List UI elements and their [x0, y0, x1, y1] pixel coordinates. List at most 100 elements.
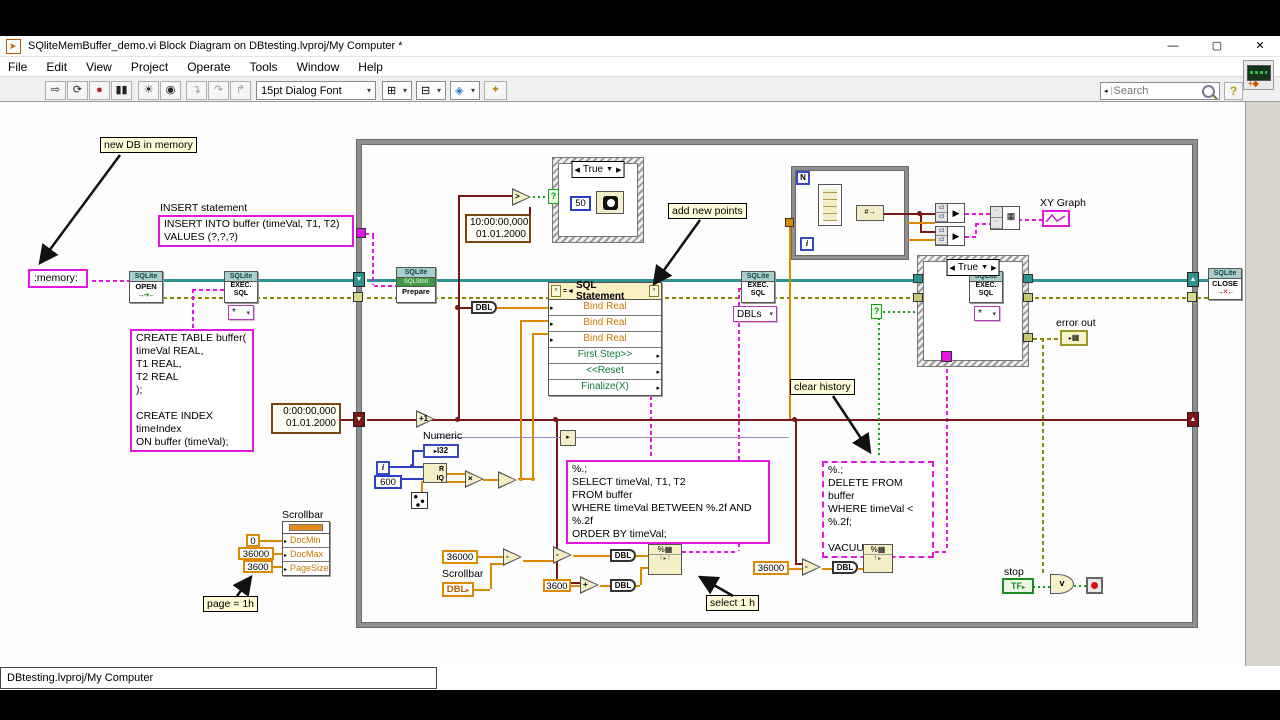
- vi-icon[interactable]: +◆: [1243, 60, 1274, 90]
- property-row[interactable]: ▸PageSize: [284, 563, 329, 573]
- tunnel[interactable]: [913, 293, 923, 302]
- sqlite-close-node[interactable]: SQLite CLOSE →✕←: [1208, 268, 1242, 300]
- property-row[interactable]: ▸DocMax: [283, 548, 329, 562]
- timestamp-constant-zero[interactable]: 0:00:00,000 01.01.2000: [271, 403, 341, 434]
- font-selector[interactable]: 15pt Dialog Font▾: [256, 81, 376, 100]
- shift-register-right[interactable]: ▲: [1187, 272, 1199, 287]
- delete-sql-constant[interactable]: %.; DELETE FROM buffer WHERE timeVal < %…: [822, 461, 934, 558]
- prev-case-icon[interactable]: ◀: [949, 264, 955, 272]
- to-dbl-coercion[interactable]: DBL: [610, 549, 636, 562]
- context-help-button[interactable]: ?: [1224, 82, 1243, 100]
- step-out-button[interactable]: ↱: [230, 81, 251, 100]
- maximize-button[interactable]: ▢: [1196, 36, 1238, 56]
- step-over-button[interactable]: ↷: [208, 81, 229, 100]
- exec-sql-type-dropdown[interactable]: DBLs▾: [733, 306, 777, 322]
- method-row[interactable]: ▸Bind Real: [549, 300, 661, 316]
- random-number-icon[interactable]: [411, 492, 428, 509]
- scrollbar-property-node[interactable]: ▸DocMin ▸DocMax ▸PageSize: [282, 521, 330, 576]
- docmin-constant[interactable]: 0: [246, 534, 260, 547]
- menu-project[interactable]: Project: [130, 59, 169, 74]
- case-selector-terminal[interactable]: ?: [548, 189, 559, 204]
- menu-tools[interactable]: Tools: [249, 59, 278, 74]
- prev-case-icon[interactable]: ◀: [574, 166, 580, 174]
- wait-ms-clock-icon[interactable]: [596, 191, 624, 214]
- case-selector-label[interactable]: ◀ True ▼ ▶: [946, 259, 1000, 276]
- minimize-button[interactable]: —: [1152, 36, 1194, 56]
- case-selector-label[interactable]: ◀ True ▼ ▶: [571, 161, 625, 178]
- subtract-node[interactable]: -: [553, 546, 572, 564]
- menu-help[interactable]: Help: [358, 59, 383, 74]
- divisor-constant[interactable]: 600: [374, 475, 402, 489]
- xy-graph-terminal[interactable]: [1042, 210, 1070, 227]
- build-array-node[interactable]: ▫▫▦: [990, 206, 1020, 230]
- stop-control-terminal[interactable]: TF▸: [1002, 578, 1034, 594]
- retain-wire-values-button[interactable]: ◉: [160, 81, 181, 100]
- tunnel[interactable]: [941, 351, 952, 362]
- step-into-button[interactable]: ↴: [186, 81, 207, 100]
- insert-sql-constant[interactable]: INSERT INTO buffer (timeVal, T1, T2) VAL…: [158, 215, 354, 247]
- free-label-add-points[interactable]: add new points: [668, 203, 747, 219]
- create-sql-constant[interactable]: CREATE TABLE buffer( timeVal REAL, T1 RE…: [130, 329, 254, 452]
- menu-window[interactable]: Window: [296, 59, 340, 74]
- numeric-indicator-label[interactable]: Numeric: [423, 430, 463, 442]
- add-node[interactable]: +: [580, 576, 599, 594]
- method-row[interactable]: ▸Bind Real: [549, 332, 661, 348]
- tunnel[interactable]: [356, 228, 366, 238]
- error-out-label[interactable]: error out: [1056, 317, 1096, 329]
- scrollbar-node-label[interactable]: Scrollbar: [282, 509, 324, 521]
- to-time-conversion-node[interactable]: #→: [856, 205, 884, 221]
- range-constant-36000[interactable]: 36000: [442, 550, 478, 564]
- subtract-node[interactable]: -: [802, 558, 821, 576]
- subtract-node[interactable]: -: [503, 548, 522, 566]
- pause-button[interactable]: ▮▮: [111, 81, 132, 100]
- menu-operate[interactable]: Operate: [187, 59, 231, 74]
- for-loop-count-terminal[interactable]: N: [796, 171, 810, 185]
- history-constant-36000[interactable]: 36000: [753, 561, 789, 575]
- free-label-new-db[interactable]: new DB in memory: [100, 137, 197, 153]
- index-array-node[interactable]: [818, 184, 842, 226]
- method-row[interactable]: <<Reset▸: [549, 364, 661, 380]
- for-loop-iteration-terminal[interactable]: i: [800, 237, 814, 251]
- reorder-button[interactable]: ◈▾: [450, 81, 480, 100]
- method-row[interactable]: ▸Bind Real: [549, 316, 661, 332]
- clean-up-diagram-button[interactable]: ✦: [484, 81, 507, 100]
- tunnel[interactable]: [1187, 292, 1197, 302]
- comparison-node[interactable]: ▸: [560, 430, 576, 446]
- shift-register-right[interactable]: ▲: [1187, 412, 1199, 427]
- to-dbl-coercion[interactable]: DBL: [471, 301, 497, 314]
- to-dbl-coercion[interactable]: DBL: [832, 561, 858, 574]
- abort-button[interactable]: ●: [89, 81, 110, 100]
- close-button[interactable]: ✕: [1240, 36, 1280, 56]
- to-dbl-coercion[interactable]: DBL: [610, 579, 636, 592]
- next-case-icon[interactable]: ▶: [991, 264, 997, 272]
- while-loop[interactable]: [357, 140, 1197, 627]
- increment-node[interactable]: +1: [416, 410, 435, 428]
- wait-ms-constant[interactable]: 50: [570, 196, 591, 211]
- free-label-clear-history[interactable]: clear history: [790, 379, 855, 395]
- case-selector-terminal[interactable]: ?: [871, 304, 882, 319]
- select-sql-constant[interactable]: %.; SELECT timeVal, T1, T2 FROM buffer W…: [566, 460, 770, 544]
- format-into-string-node[interactable]: %▦ ! ▸ !: [648, 544, 682, 575]
- sqlite-exec-sql-node[interactable]: SQLite EXEC. SQL: [969, 271, 1003, 303]
- or-node[interactable]: v: [1050, 574, 1074, 594]
- greater-than-node[interactable]: >: [512, 188, 531, 206]
- align-objects-button[interactable]: ⊞▾: [382, 81, 412, 100]
- exec-sql-type-dropdown[interactable]: *▾: [228, 305, 254, 320]
- shift-register-left[interactable]: ▼: [353, 412, 365, 427]
- distribute-objects-button[interactable]: ⊟▾: [416, 81, 446, 100]
- highlight-execution-button[interactable]: ☀: [138, 81, 159, 100]
- tunnel[interactable]: [785, 218, 794, 227]
- sqlite-prepare-node[interactable]: SQLite SQLStmt Prepare: [396, 267, 436, 303]
- exec-sql-type-dropdown[interactable]: *▾: [974, 306, 1000, 321]
- tunnel[interactable]: [1023, 293, 1033, 302]
- search-history-icon[interactable]: ◂: [1101, 87, 1112, 95]
- next-case-icon[interactable]: ▶: [616, 166, 622, 174]
- free-label-page-1h[interactable]: page = 1h: [203, 596, 259, 612]
- run-continuous-button[interactable]: ⟳: [67, 81, 88, 100]
- error-out-terminal[interactable]: ▸▦: [1060, 330, 1088, 346]
- method-row[interactable]: First Step>>▸: [549, 348, 661, 364]
- method-row[interactable]: Finalize(X)▸: [581, 381, 660, 392]
